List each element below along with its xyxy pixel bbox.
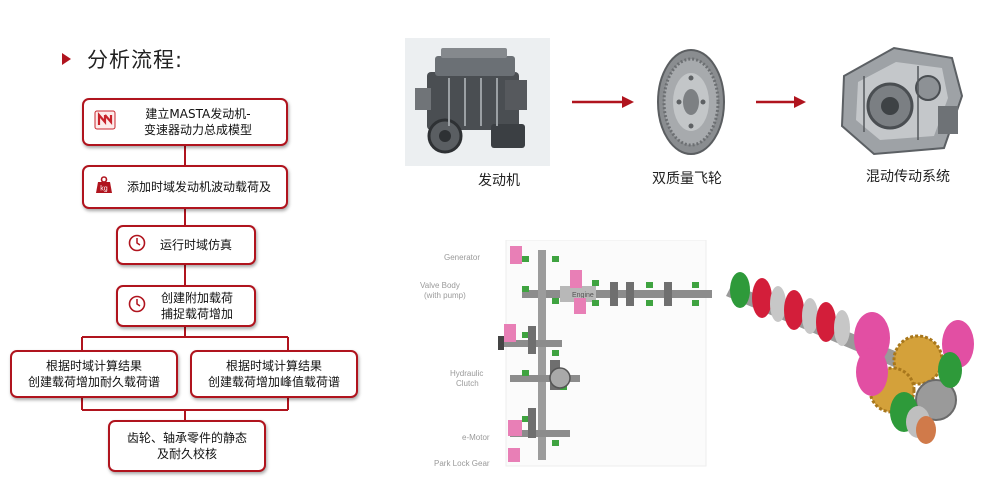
flow-step-verification-label: 齿轮、轴承零件的静态 及耐久校核 [126, 431, 247, 461]
masta-logo-icon [94, 110, 116, 134]
section-heading: 分析流程: [62, 44, 183, 74]
clock-icon [128, 295, 146, 317]
arrow-flywheel-to-hybrid-icon [756, 96, 806, 108]
flow-step-durability-label: 根据时域计算结果 创建载荷增加耐久载荷谱 [27, 359, 160, 389]
svg-text:kg: kg [100, 186, 108, 193]
caption-flywheel: 双质量飞轮 [652, 171, 722, 187]
label-generator: Generator [444, 253, 480, 262]
masta-3d-model [726, 272, 974, 444]
weight-kg-icon: kg [94, 175, 114, 199]
dual-mass-flywheel-image [657, 49, 725, 155]
flow-step-simulate-label: 运行时域仿真 [159, 238, 232, 252]
flowchart-connectors [81, 146, 289, 420]
label-hydraulic: Hydraulic [450, 369, 483, 378]
heading-text: 分析流程: [87, 48, 184, 72]
label-clutch: Clutch [456, 379, 479, 388]
vertical-shaft [538, 250, 546, 460]
flow-step-peak-spectrum[interactable]: 根据时域计算结果 创建载荷增加峰值载荷谱 [190, 350, 358, 398]
label-park-lock-gear: Park Lock Gear [434, 459, 490, 468]
flow-step-extra-load-label: 创建附加载荷 捕捉载荷增加 [160, 291, 233, 321]
flow-step-verification[interactable]: 齿轮、轴承零件的静态 及耐久校核 [108, 420, 266, 472]
label-emotor: e-Motor [462, 433, 490, 442]
flow-step-extra-load[interactable]: 创建附加载荷 捕捉载荷增加 [116, 285, 256, 327]
flow-step-load-label: 添加时域发动机波动载荷及 [126, 180, 271, 194]
flow-step-load[interactable]: kg 添加时域发动机波动载荷及 [82, 165, 288, 209]
caption-engine: 发动机 [478, 173, 520, 189]
flow-step-simulate[interactable]: 运行时域仿真 [116, 225, 256, 265]
flow-step-model-label: 建立MASTA发动机- 变速器动力总成模型 [143, 107, 252, 137]
clock-icon [128, 234, 146, 256]
flow-step-durability-spectrum[interactable]: 根据时域计算结果 创建载荷增加耐久载荷谱 [10, 350, 178, 398]
masta-2d-schematic: Generator Valve Body (with pump) Hydraul… [420, 240, 712, 468]
flow-step-peak-label: 根据时域计算结果 创建载荷增加峰值载荷谱 [207, 359, 340, 389]
flow-step-model[interactable]: 建立MASTA发动机- 变速器动力总成模型 [82, 98, 288, 146]
label-valve-body: Valve Body [420, 281, 460, 290]
hybrid-transmission-image [840, 46, 964, 156]
bullet-triangle-icon [62, 53, 71, 65]
arrow-engine-to-flywheel-icon [572, 96, 634, 108]
label-engine: Engine [572, 292, 594, 299]
label-with-pump: (with pump) [424, 291, 466, 300]
engine-image [405, 38, 550, 166]
caption-hybrid: 混动传动系统 [866, 169, 950, 185]
